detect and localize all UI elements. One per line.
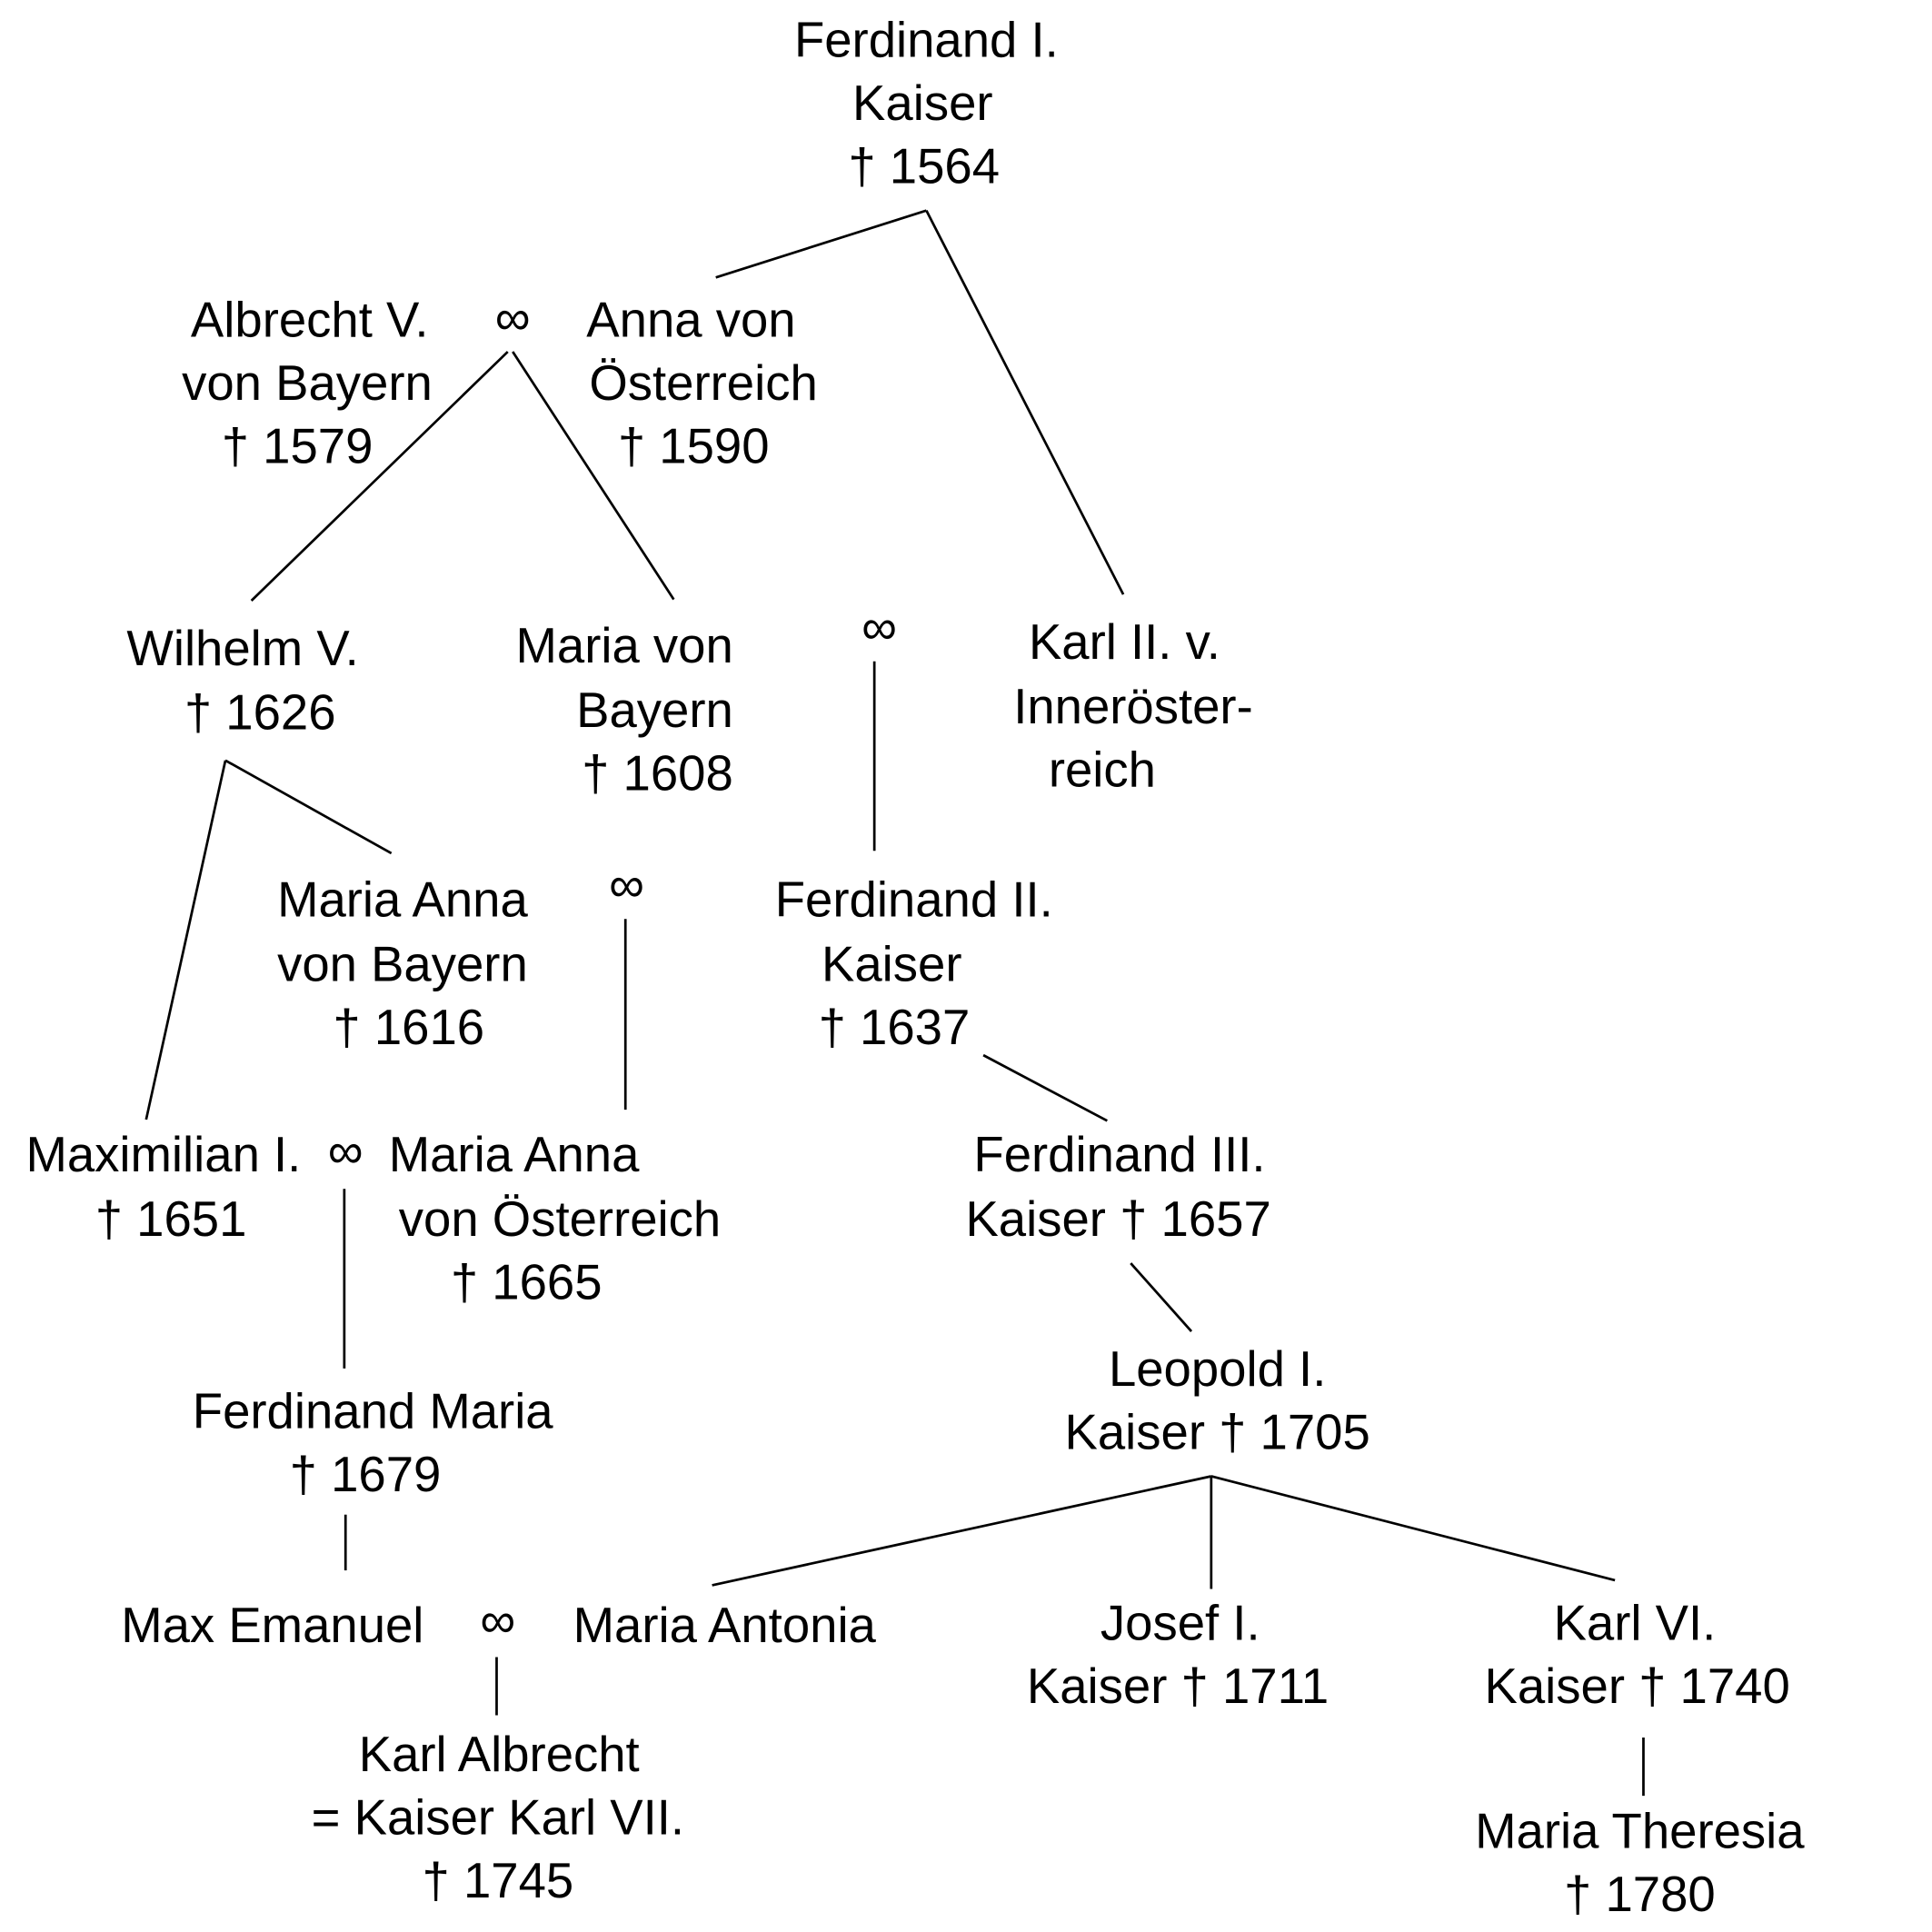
person-name: Ferdinand III.	[973, 1127, 1265, 1182]
person-josef-i: Josef I. Kaiser † 1711	[1027, 1595, 1329, 1714]
person-house: Bayern	[576, 682, 733, 738]
connector	[144, 760, 227, 1120]
person-death: † 1780	[1564, 1867, 1716, 1922]
marriage-symbol: ∞	[861, 600, 897, 655]
person-death: † 1637	[819, 1000, 971, 1055]
person-name: Karl II. v.	[1029, 614, 1220, 670]
connector	[512, 351, 675, 601]
person-karl-albrecht: Karl Albrecht = Kaiser Karl VII. † 1745	[312, 1727, 684, 1908]
connector	[715, 209, 927, 279]
person-death: † 1590	[618, 419, 770, 474]
person-name: Anna von	[586, 293, 795, 348]
person-ferdinand-ii: Ferdinand II. Kaiser † 1637	[775, 871, 1053, 1054]
person-maria-antonia: Maria Antonia	[573, 1598, 877, 1653]
person-maria-theresia: Maria Theresia † 1780	[1475, 1803, 1805, 1922]
person-karl-ii: Karl II. v. Inneröster- reich	[1013, 614, 1253, 797]
connector	[224, 759, 393, 855]
person-title-death: Kaiser † 1711	[1027, 1658, 1329, 1714]
person-name: Ferdinand II.	[775, 871, 1053, 927]
person-maria-von-bayern: Maria von Bayern † 1608	[515, 618, 732, 801]
person-leopold-i: Leopold I. Kaiser † 1705	[1064, 1341, 1369, 1460]
person-house: Österreich	[589, 355, 817, 411]
person-death: † 1564	[848, 139, 1000, 194]
person-maximilian-i: Maximilian I. † 1651	[25, 1127, 301, 1247]
person-maria-anna-von-oesterreich: Maria Anna von Österreich † 1665	[389, 1127, 721, 1310]
person-name: Ferdinand Maria	[193, 1383, 554, 1439]
connector	[1130, 1262, 1193, 1332]
connector-lines	[144, 209, 1645, 1797]
person-death: † 1665	[451, 1255, 603, 1310]
person-death: † 1679	[290, 1447, 442, 1502]
person-name: Maria von	[515, 618, 732, 673]
person-name: Karl Albrecht	[359, 1727, 640, 1782]
person-title-death: Kaiser † 1657	[965, 1191, 1270, 1247]
person-name: Max Emanuel	[121, 1598, 423, 1653]
person-house: von Bayern	[182, 355, 433, 411]
person-name: Wilhelm V.	[126, 621, 358, 676]
person-house: von Österreich	[399, 1191, 721, 1247]
person-anna-von-oesterreich: Anna von Österreich † 1590	[586, 293, 817, 474]
person-title: Kaiser	[852, 75, 992, 131]
person-death: † 1745	[423, 1853, 574, 1908]
marriage-symbol: ∞	[328, 1123, 363, 1179]
person-name: Karl VI.	[1554, 1595, 1717, 1650]
connector	[250, 351, 509, 602]
person-title: = Kaiser Karl VII.	[312, 1789, 684, 1845]
person-ferdinand-maria: Ferdinand Maria † 1679	[193, 1383, 554, 1502]
person-maria-anna-von-bayern: Maria Anna von Bayern † 1616	[277, 871, 528, 1054]
person-name: Maria Antonia	[573, 1598, 877, 1653]
marriage-symbol: ∞	[495, 290, 531, 345]
person-name: Leopold I.	[1109, 1341, 1326, 1397]
person-name: Maria Theresia	[1475, 1803, 1805, 1858]
person-name: Ferdinand I.	[794, 13, 1059, 68]
person-house: von Bayern	[277, 936, 528, 991]
person-house: Inneröster-	[1013, 679, 1253, 734]
person-death: † 1651	[95, 1191, 247, 1247]
person-name: Maria Anna	[389, 1127, 640, 1182]
person-name: Maria Anna	[277, 871, 528, 927]
person-death: † 1626	[184, 685, 336, 741]
person-name: Josef I.	[1100, 1595, 1260, 1650]
person-house: reich	[1049, 742, 1156, 797]
person-name: Albrecht V.	[191, 293, 429, 348]
person-death: † 1608	[582, 745, 733, 801]
person-title: Kaiser	[822, 936, 961, 991]
person-name: Maximilian I.	[25, 1127, 301, 1182]
person-ferdinand-iii: Ferdinand III. Kaiser † 1657	[965, 1127, 1270, 1247]
marriage-symbol: ∞	[480, 1593, 515, 1648]
person-death: † 1579	[222, 419, 373, 474]
connector	[712, 1475, 1212, 1587]
connector	[1210, 1475, 1616, 1582]
person-death: † 1616	[333, 1000, 484, 1055]
person-albrecht-v: Albrecht V. von Bayern † 1579	[182, 293, 433, 474]
connector	[925, 210, 1125, 595]
marriage-symbol: ∞	[609, 857, 644, 912]
connector	[982, 1053, 1108, 1122]
person-wilhelm-v: Wilhelm V. † 1626	[126, 621, 358, 741]
person-max-emanuel: Max Emanuel	[121, 1598, 423, 1653]
person-karl-vi: Karl VI. Kaiser † 1740	[1484, 1595, 1789, 1714]
person-title-death: Kaiser † 1705	[1064, 1405, 1369, 1460]
person-ferdinand-i: Ferdinand I. Kaiser † 1564	[794, 13, 1059, 194]
person-title-death: Kaiser † 1740	[1484, 1658, 1789, 1714]
